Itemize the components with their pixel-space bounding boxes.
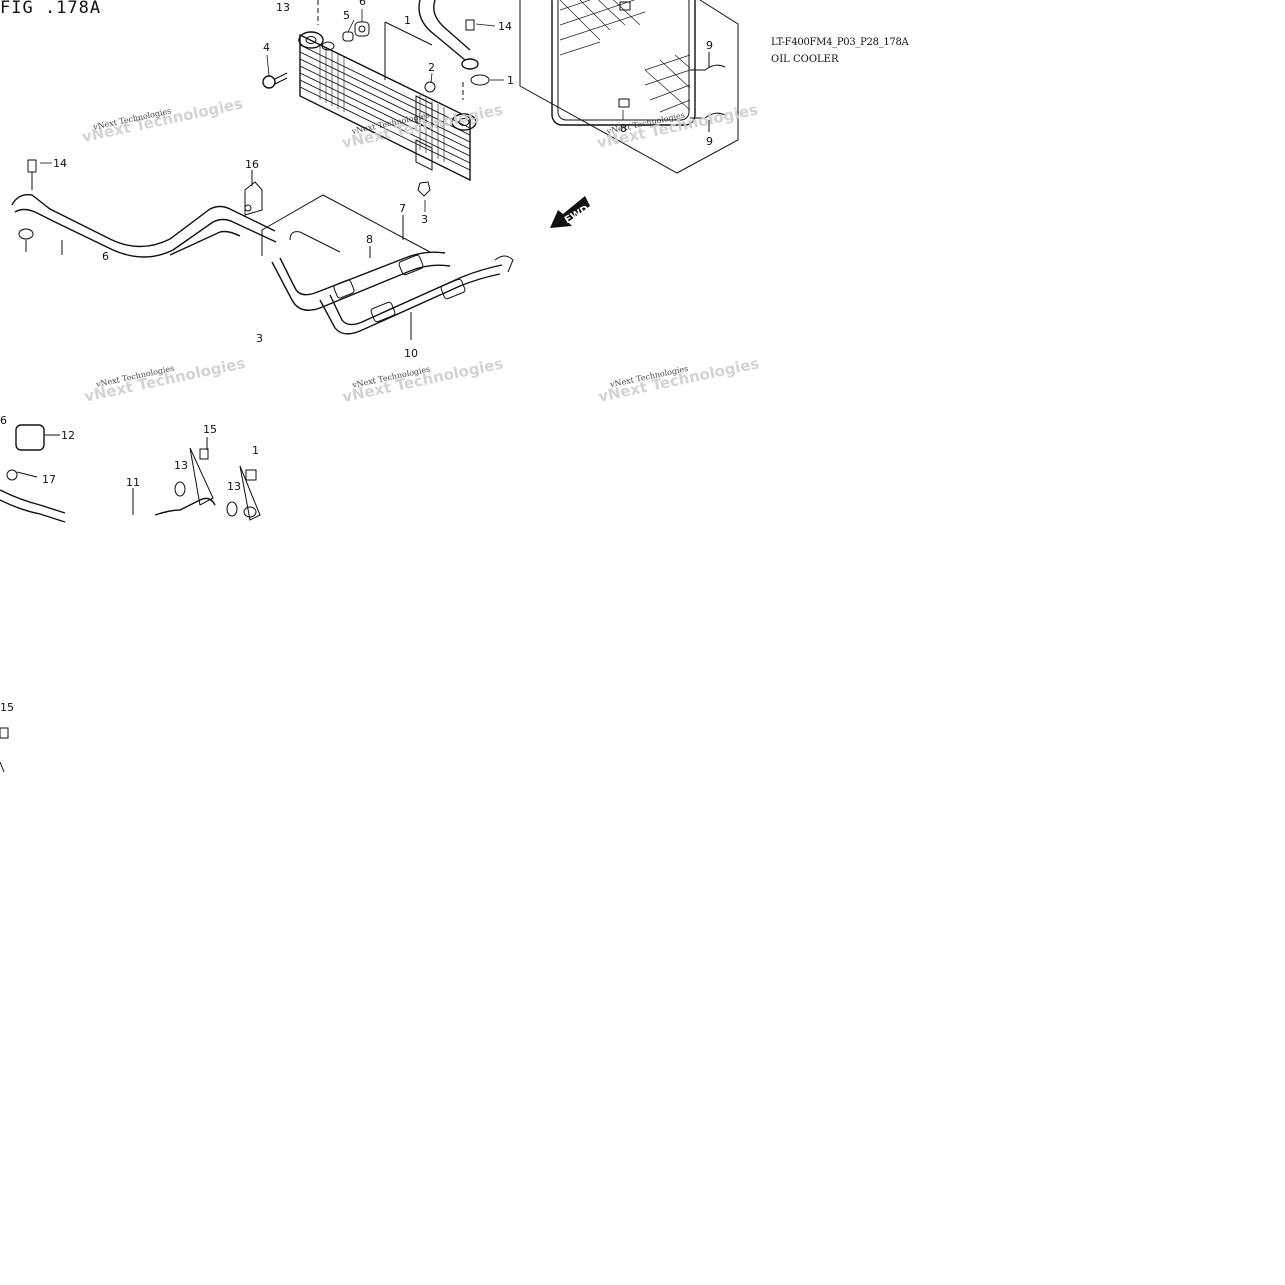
callout: 1 xyxy=(507,74,514,87)
callout: 6 xyxy=(359,0,366,8)
callout: 3 xyxy=(421,213,428,226)
callout-numbers: 13 6 5 1 14 4 2 1 9 9 8 14 16 7 8 3 6 3 … xyxy=(0,0,713,714)
callout: 11 xyxy=(126,476,140,489)
callout: 13 xyxy=(276,1,290,14)
callout: 6 xyxy=(102,250,109,263)
callout: 9 xyxy=(706,39,713,52)
left-pipe-drawing xyxy=(11,159,277,258)
oil-cooler-drawing xyxy=(298,31,477,182)
callout: 3 xyxy=(256,332,263,345)
cooler-guard-drawing xyxy=(519,0,739,174)
callout: 1 xyxy=(404,14,411,27)
callout: 13 xyxy=(227,480,241,493)
callout: 8 xyxy=(366,233,373,246)
callout: 14 xyxy=(498,20,512,33)
callout: 13 xyxy=(174,459,188,472)
callout: 1 xyxy=(252,444,259,457)
callout: 8 xyxy=(620,122,627,135)
callout: 14 xyxy=(53,157,67,170)
callout: 7 xyxy=(399,202,406,215)
callout: 10 xyxy=(404,347,418,360)
fasteners-top xyxy=(262,19,490,197)
callout: 6 xyxy=(0,414,7,427)
fwd-arrow-icon: FWD xyxy=(550,196,591,228)
callout: 15 xyxy=(0,701,14,714)
callout: 9 xyxy=(706,135,713,148)
lower-parts-drawing xyxy=(0,424,261,773)
callout: 12 xyxy=(61,429,75,442)
callout: 4 xyxy=(263,41,270,54)
hose-assembly-drawing xyxy=(261,194,514,340)
callout: 2 xyxy=(428,61,435,74)
callout: 17 xyxy=(42,473,56,486)
callout: 5 xyxy=(343,9,350,22)
callout: 16 xyxy=(245,158,259,171)
callout: 15 xyxy=(203,423,217,436)
figure-name: OIL COOLER xyxy=(771,54,839,65)
figure-title: FIG .178A xyxy=(0,0,102,18)
figure-code: LT-F400FM4_P03_P28_178A xyxy=(771,37,909,48)
